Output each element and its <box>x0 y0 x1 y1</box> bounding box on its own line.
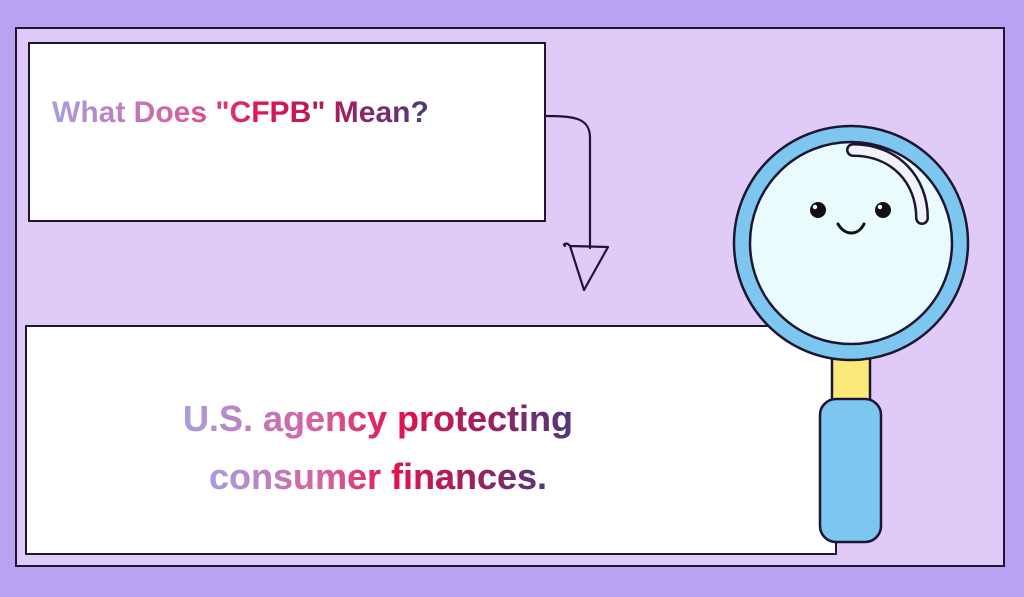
answer-text: U.S. agency protecting consumer finances… <box>118 390 638 506</box>
answer-box <box>25 325 837 555</box>
smiley-face-icon <box>810 202 891 235</box>
answer-line-2: consumer finances. <box>209 448 547 506</box>
question-heading: What Does "CFPB" Mean? <box>52 96 429 129</box>
question-box <box>28 42 546 222</box>
arrow-down-icon <box>543 114 610 292</box>
magnifier-icon <box>732 124 970 544</box>
answer-line-1: U.S. agency protecting <box>183 390 573 448</box>
